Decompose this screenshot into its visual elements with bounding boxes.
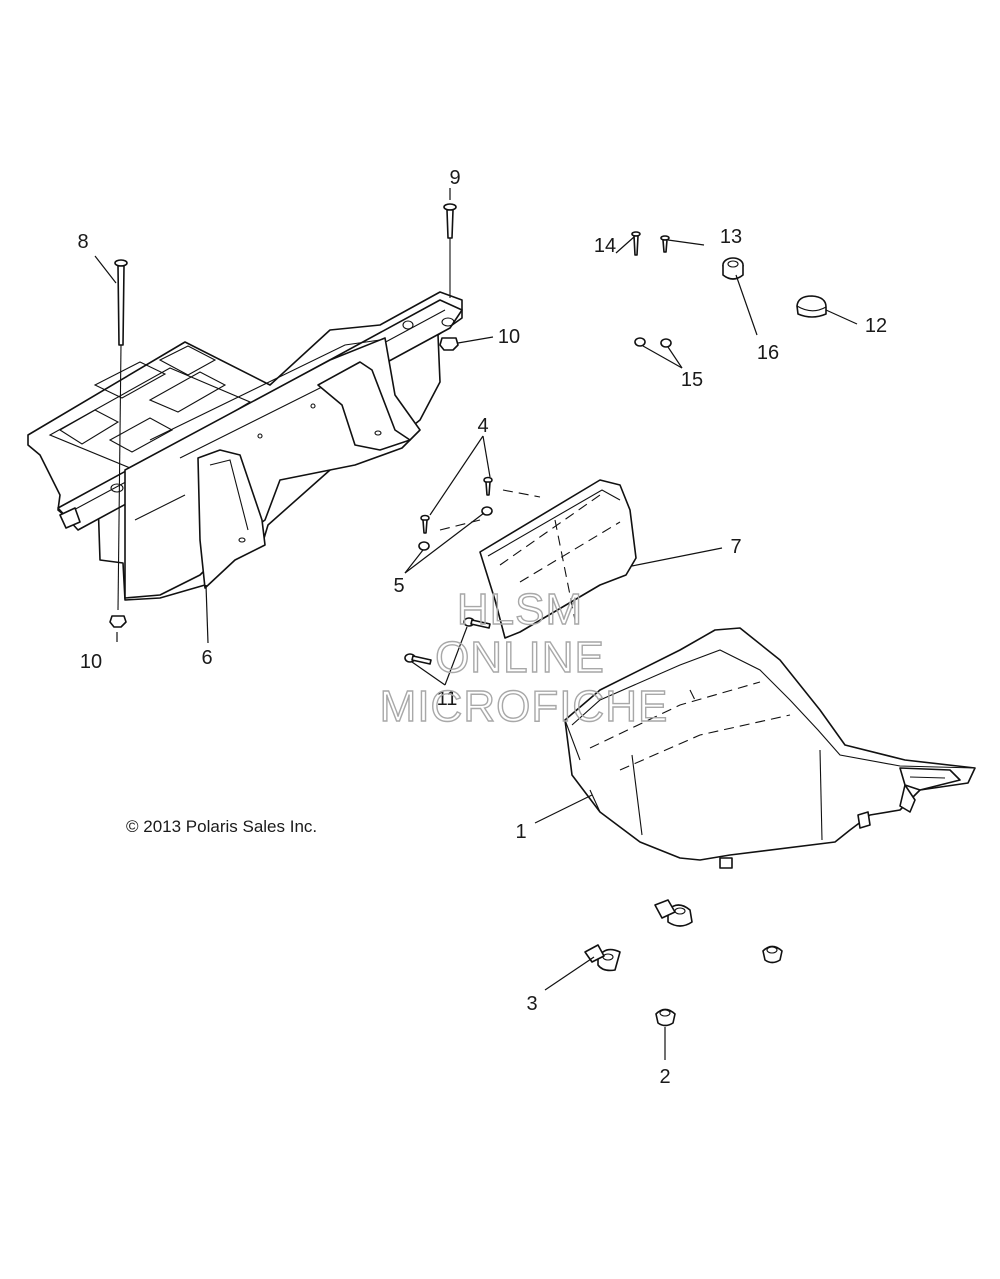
screw-4a — [483, 476, 493, 496]
watermark: HLSM ONLINE MICROFICHE — [379, 584, 669, 731]
callout-3: 3 — [526, 993, 537, 1015]
nut-15a — [634, 337, 646, 347]
callout-2: 2 — [659, 1066, 670, 1088]
callout-11: 11 — [437, 688, 458, 710]
grommet-16 — [722, 257, 744, 280]
callout-labels: 1 2 3 4 5 6 7 8 9 10 10 11 12 13 14 15 1… — [77, 167, 887, 1088]
callout-8: 8 — [77, 231, 88, 253]
seat-mount-3a — [654, 899, 693, 927]
callout-16: 16 — [757, 342, 779, 364]
callout-15: 15 — [681, 369, 703, 391]
watermark-line-1: HLSM — [457, 585, 583, 634]
bolt-11a — [463, 617, 491, 629]
callout-1: 1 — [515, 821, 526, 843]
callout-10-upper: 10 — [498, 326, 520, 348]
callout-12: 12 — [865, 315, 887, 337]
bolt-9 — [443, 203, 457, 298]
nut-10-lower — [109, 615, 127, 628]
watermark-line-2: ONLINE — [435, 633, 605, 682]
bolt-11b — [404, 653, 432, 665]
seat-1 — [564, 627, 976, 869]
leader-lines — [94, 188, 858, 1060]
rear-rack-assembly — [27, 291, 463, 601]
screw-14 — [631, 231, 641, 256]
plug-12 — [796, 295, 827, 318]
nut-5a — [481, 506, 493, 516]
bumper-2a — [762, 945, 783, 964]
nut-10-upper — [439, 337, 459, 351]
backrest-pad-7 — [479, 479, 637, 639]
screw-4b — [420, 514, 430, 534]
nut-5b — [418, 541, 430, 551]
callout-7: 7 — [730, 536, 741, 558]
screw-13 — [660, 235, 670, 253]
seat-mount-3b — [584, 944, 621, 972]
callout-6: 6 — [201, 647, 212, 669]
watermark-line-3: MICROFICHE — [380, 682, 669, 731]
callout-4: 4 — [477, 415, 488, 437]
bolt-8 — [114, 259, 128, 611]
callout-13: 13 — [720, 226, 742, 248]
callout-9: 9 — [449, 167, 460, 189]
bumper-2b — [655, 1008, 676, 1027]
nut-15b — [660, 338, 672, 348]
copyright-notice: © 2013 Polaris Sales Inc. — [126, 817, 317, 836]
callout-5: 5 — [393, 575, 404, 597]
callout-10-lower: 10 — [80, 651, 102, 673]
callout-14: 14 — [594, 235, 616, 257]
